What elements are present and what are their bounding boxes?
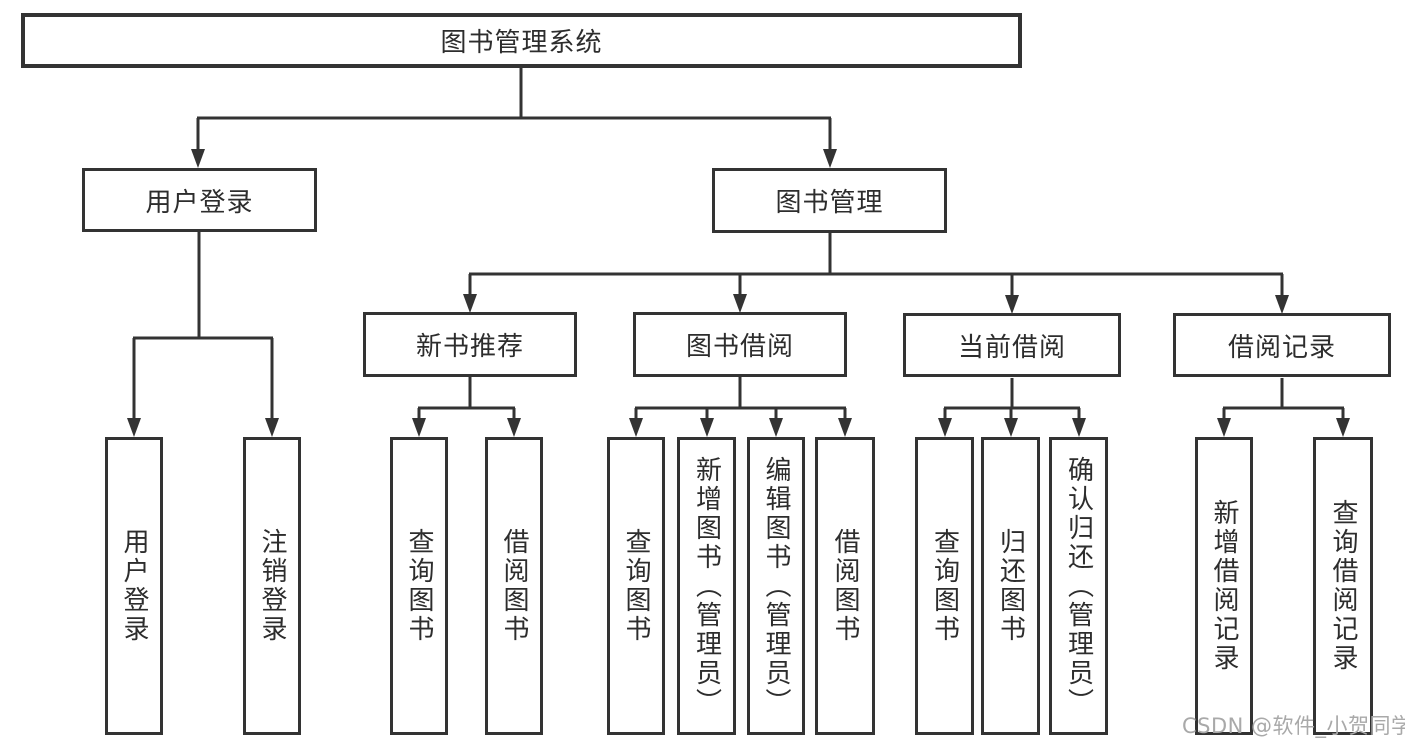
node-book-borrowing-label: 图书借阅 [685,332,794,362]
node-borrowing-records-label: 借阅记录 [1227,332,1336,363]
arrow-to-leaf-bb-query [629,418,643,437]
node-borrowing-records: 借阅记录 [1173,313,1391,377]
leaf-cb-query-books-label: 查询图书 [929,528,960,644]
node-root-library-system: 图书管理系统 [21,13,1022,68]
connector-borrowing-records-to-leaves [1222,378,1345,420]
node-root-label: 图书管理系统 [440,28,603,58]
leaf-nb-borrow-books: 借阅图书 [485,437,543,735]
leaf-user-login-label: 用户登录 [119,528,149,644]
arrow-to-leaf-bb-add [700,418,714,437]
leaf-cb-query-books: 查询图书 [915,437,974,735]
connector-new-book-recommendation-to-leaves [417,377,516,420]
leaf-bb-add-books-admin-label: 新增图书（管理员） [691,455,722,717]
arrow-to-book-management [823,149,837,168]
leaf-bb-query-books-label: 查询图书 [621,528,651,644]
leaf-bb-query-books: 查询图书 [607,437,665,735]
leaf-bb-edit-books-admin: 编辑图书（管理员） [747,437,805,735]
leaf-nb-query-books-label: 查询图书 [404,528,434,644]
arrow-to-leaf-bb-edit [769,418,783,437]
arrow-to-leaf-br-query [1336,418,1350,437]
csdn-watermark: CSDN @软件_小贺同学 [1182,714,1405,738]
leaf-cb-return-books: 归还图书 [981,437,1040,735]
arrow-to-leaf-cb-confirm [1072,418,1086,437]
node-user-login: 用户登录 [82,168,317,232]
leaf-cb-return-books-label: 归还图书 [995,528,1026,644]
connector-book-borrowing-to-leaves [634,377,847,420]
leaf-cb-confirm-return-admin-label: 确认归还（管理员） [1063,455,1094,717]
leaf-bb-add-books-admin: 新增图书（管理员） [677,437,736,735]
connector-root-to-level2 [196,68,832,151]
node-book-borrowing: 图书借阅 [633,312,847,377]
arrow-to-leaf-cb-query [938,418,952,437]
node-new-book-recommendation-label: 新书推荐 [415,332,524,362]
arrow-to-user-login [191,149,205,168]
leaf-logout-label: 注销登录 [257,528,287,644]
node-user-login-label: 用户登录 [145,187,254,218]
leaf-user-login: 用户登录 [105,437,163,735]
leaf-bb-edit-books-admin-label: 编辑图书（管理员） [761,455,791,717]
leaf-br-add-record: 新增借阅记录 [1195,437,1253,735]
leaf-logout: 注销登录 [243,437,301,735]
arrow-to-leaf-logout [265,418,279,437]
node-new-book-recommendation: 新书推荐 [363,312,577,377]
connector-user-login-to-leaves [132,232,274,420]
leaf-br-query-record: 查询借阅记录 [1313,437,1373,735]
leaf-nb-query-books: 查询图书 [390,437,448,735]
node-book-management: 图书管理 [712,168,947,233]
leaf-cb-confirm-return-admin: 确认归还（管理员） [1049,437,1108,735]
node-book-management-label: 图书管理 [775,188,884,218]
leaf-nb-borrow-books-label: 借阅图书 [499,528,529,644]
arrow-to-leaf-bb-borrow [838,418,852,437]
arrow-to-current-borrowing [1005,295,1019,314]
arrow-to-leaf-br-add [1217,418,1231,437]
arrow-to-leaf-cb-return [1004,418,1018,437]
arrow-to-borrowing-records [1275,295,1289,314]
arrow-to-book-borrowing [733,294,747,313]
leaf-bb-borrow-books: 借阅图书 [815,437,875,735]
connector-book-management-to-level3 [468,233,1284,297]
arrow-to-leaf-nb-query [412,418,426,437]
arrow-to-leaf-login [127,418,141,437]
connector-current-borrowing-to-leaves [943,378,1081,420]
node-current-borrowing: 当前借阅 [903,313,1121,377]
arrow-to-new-book-recommendation [463,294,477,313]
node-current-borrowing-label: 当前借阅 [957,332,1066,363]
arrow-to-leaf-nb-borrow [507,418,521,437]
leaf-br-query-record-label: 查询借阅记录 [1328,499,1358,673]
leaf-br-add-record-label: 新增借阅记录 [1209,499,1239,673]
leaf-bb-borrow-books-label: 借阅图书 [830,528,860,644]
